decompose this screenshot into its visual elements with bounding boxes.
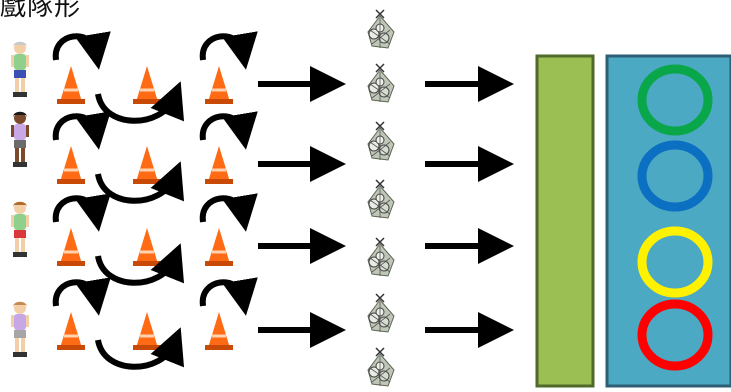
curved-arrow-a-row-4 [52, 277, 111, 316]
ring-3 [637, 226, 713, 298]
green-panel [535, 54, 595, 388]
cone-b-row-4 [133, 312, 161, 350]
player-4 [9, 300, 31, 360]
cone-c-row-3 [205, 228, 233, 266]
cone-b-row-2 [133, 146, 161, 184]
cone-a-row-2 [57, 146, 85, 184]
player-1 [9, 40, 31, 100]
player-2 [9, 110, 31, 170]
cone-c-row-4 [205, 312, 233, 350]
curved-arrow-c-row-2 [199, 111, 258, 150]
cone-b-row-3 [133, 228, 161, 266]
page-title: 戲隊形 [0, 0, 82, 22]
ball-net-5 [362, 236, 398, 278]
ball-net-6 [362, 292, 398, 334]
ball-net-7 [362, 346, 398, 388]
curved-arrow-c-row-4 [199, 277, 258, 316]
ring-4 [637, 299, 713, 371]
ring-1 [637, 64, 713, 136]
cone-a-row-3 [57, 228, 85, 266]
ball-net-3 [362, 120, 398, 162]
curved-arrow-c-row-3 [199, 193, 258, 232]
curved-arrow-a-row-3 [52, 193, 111, 232]
curved-arrow-b-row-4 [95, 327, 184, 370]
cone-c-row-1 [205, 66, 233, 104]
curved-arrow-a-row-1 [52, 31, 111, 70]
curved-arrow-b-row-3 [95, 243, 184, 286]
cone-c-row-2 [205, 146, 233, 184]
curved-arrow-a-row-2 [52, 111, 111, 150]
cone-b-row-1 [133, 66, 161, 104]
ball-net-2 [362, 62, 398, 104]
curved-arrow-b-row-1 [95, 81, 184, 124]
curved-arrow-b-row-2 [95, 161, 184, 204]
cone-a-row-4 [57, 312, 85, 350]
ring-2 [637, 140, 713, 212]
cone-a-row-1 [57, 66, 85, 104]
ball-net-1 [362, 8, 398, 50]
curved-arrow-c-row-1 [199, 31, 258, 70]
ball-net-4 [362, 178, 398, 220]
player-3 [9, 200, 31, 260]
